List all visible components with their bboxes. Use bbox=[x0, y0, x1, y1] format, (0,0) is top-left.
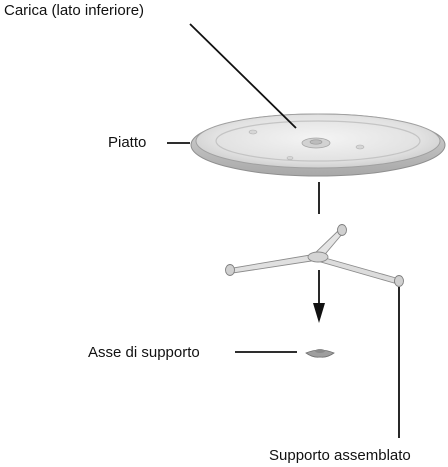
leader-line-carica bbox=[189, 23, 297, 129]
label-supporto-assemblato: Supporto assemblato bbox=[269, 447, 411, 464]
label-asse-di-supporto: Asse di supporto bbox=[88, 344, 200, 361]
assembly-arrow bbox=[313, 182, 325, 323]
label-carica: Carica (lato inferiore) bbox=[4, 2, 145, 19]
label-piatto: Piatto bbox=[108, 134, 147, 151]
support-assembly-illustration bbox=[225, 224, 404, 287]
plate-illustration bbox=[190, 113, 446, 177]
support-axis-illustration bbox=[305, 349, 335, 358]
